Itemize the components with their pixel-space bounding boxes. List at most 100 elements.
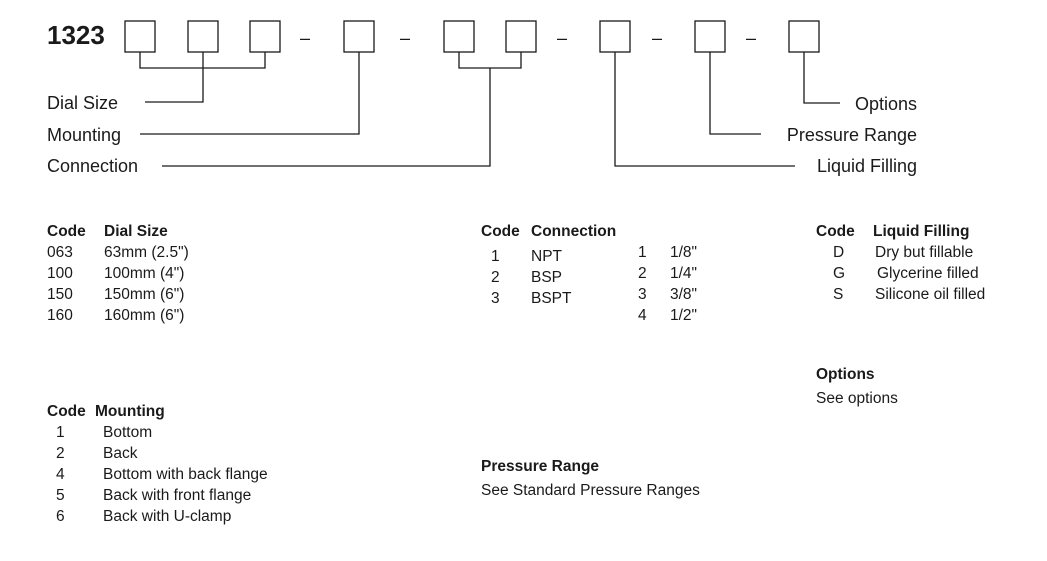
table-header: Code Connection <box>481 221 741 242</box>
row-label: 63mm (2.5") <box>104 244 189 261</box>
code-box-liquid-filling <box>599 20 631 53</box>
row-label: Glycerine filled <box>877 265 979 282</box>
leader-line-options <box>803 52 840 104</box>
header-code: Code <box>481 223 520 240</box>
leader-line-connection <box>162 52 522 167</box>
table-row: 2 1/4" <box>638 263 738 284</box>
model-number: 1323 <box>47 20 105 50</box>
row-code: 1 <box>638 244 647 261</box>
row-code: D <box>833 244 845 261</box>
separator-dash: – <box>300 28 310 48</box>
row-code: 063 <box>47 244 73 261</box>
row-code: S <box>833 286 844 303</box>
label-liquid-filling: Liquid Filling <box>817 156 917 176</box>
row-label: Dry but fillable <box>875 244 974 261</box>
row-label: Bottom <box>103 424 153 441</box>
row-code: 1 <box>56 424 65 441</box>
row-label: Silicone oil filled <box>875 286 986 303</box>
connection-size-list: 1 1/8" 2 1/4" 3 3/8" 4 1/2" <box>638 242 738 326</box>
code-box-mounting <box>343 20 375 53</box>
table-row: 4 1/2" <box>638 305 738 326</box>
pressure-range-text: See Standard Pressure Ranges <box>481 482 700 499</box>
row-code: 160 <box>47 307 73 324</box>
row-label: Back with front flange <box>103 487 252 504</box>
header-code: Code <box>47 403 86 420</box>
table-row: S Silicone oil filled <box>816 284 1041 305</box>
row-label: Back <box>103 445 138 462</box>
row-code: 150 <box>47 286 73 303</box>
table-row: 1 Bottom <box>47 422 347 443</box>
row-code: 4 <box>56 466 65 483</box>
mounting-table: Code Mounting 1 Bottom 2 Back 4 Bottom w… <box>47 401 347 527</box>
row-code: G <box>833 265 846 282</box>
header-code: Code <box>816 223 855 240</box>
code-box-options <box>788 20 820 53</box>
table-row: 4 Bottom with back flange <box>47 464 347 485</box>
options-text: See options <box>816 390 898 407</box>
row-label: 3/8" <box>670 286 698 303</box>
row-label: NPT <box>531 248 562 265</box>
header-title: Connection <box>531 223 617 240</box>
header-code: Code <box>47 223 86 240</box>
header-title: Mounting <box>95 403 165 420</box>
row-label: BSP <box>531 269 563 286</box>
code-box-dial-size-2 <box>187 20 219 53</box>
separator-dash: – <box>557 28 567 48</box>
row-label: 100mm (4") <box>104 265 185 282</box>
table-row: G Glycerine filled <box>816 263 1041 284</box>
leader-line-liquid-filling <box>614 52 795 167</box>
table-header: Code Dial Size <box>47 221 307 242</box>
header-title: Dial Size <box>104 223 168 240</box>
row-code: 3 <box>491 290 500 307</box>
table-header: Code Mounting <box>47 401 347 422</box>
table-row: 160 160mm (6") <box>47 305 307 326</box>
leader-line-mounting <box>140 52 360 135</box>
table-row: D Dry but fillable <box>816 242 1041 263</box>
table-row: 2 BSP <box>481 267 631 288</box>
leader-line-dial-size <box>139 52 266 103</box>
row-label: BSPT <box>531 290 572 307</box>
connection-table: Code Connection 1 NPT 2 BSP 3 BSPT 1 1/8… <box>481 221 741 326</box>
row-label: 1/4" <box>670 265 698 282</box>
row-label: Bottom with back flange <box>103 466 268 483</box>
label-pressure-range: Pressure Range <box>787 125 917 145</box>
row-code: 2 <box>56 445 65 462</box>
row-code: 3 <box>638 286 647 303</box>
separator-dash: – <box>400 28 410 48</box>
row-label: 1/2" <box>670 307 698 324</box>
row-label: 160mm (6") <box>104 307 185 324</box>
table-row: 6 Back with U-clamp <box>47 506 347 527</box>
table-row: 150 150mm (6") <box>47 284 307 305</box>
label-connection: Connection <box>47 156 138 176</box>
row-code: 1 <box>491 248 500 265</box>
code-box-dial-size-1 <box>124 20 156 53</box>
row-label: 1/8" <box>670 244 698 261</box>
code-box-pressure-range <box>694 20 726 53</box>
table-row: 3 BSPT <box>481 288 631 309</box>
row-code: 4 <box>638 307 647 324</box>
pressure-range-title: Pressure Range <box>481 458 600 475</box>
row-code: 2 <box>491 269 500 286</box>
row-code: 5 <box>56 487 65 504</box>
table-row: 100 100mm (4") <box>47 263 307 284</box>
label-options: Options <box>855 94 917 114</box>
liquid-filling-table: Code Liquid Filling D Dry but fillable G… <box>816 221 1041 305</box>
table-header: Code Liquid Filling <box>816 221 1041 242</box>
table-row: 2 Back <box>47 443 347 464</box>
ordering-code-diagram: 1323 – – – – – Dial Size Mounting Connec… <box>47 20 917 176</box>
leader-line-pressure-range <box>709 52 761 135</box>
options-title: Options <box>816 366 875 383</box>
connection-type-list: 1 NPT 2 BSP 3 BSPT <box>481 246 631 309</box>
code-box-connection-2 <box>505 20 537 53</box>
header-title: Liquid Filling <box>873 223 970 240</box>
separator-dash: – <box>746 28 756 48</box>
row-label: Back with U-clamp <box>103 508 232 525</box>
row-code: 100 <box>47 265 73 282</box>
code-box-connection-1 <box>443 20 475 53</box>
code-box-dial-size-3 <box>249 20 281 53</box>
label-mounting: Mounting <box>47 125 121 145</box>
row-code: 2 <box>638 265 647 282</box>
table-row: 063 63mm (2.5") <box>47 242 307 263</box>
table-row: 5 Back with front flange <box>47 485 347 506</box>
table-row: 3 3/8" <box>638 284 738 305</box>
